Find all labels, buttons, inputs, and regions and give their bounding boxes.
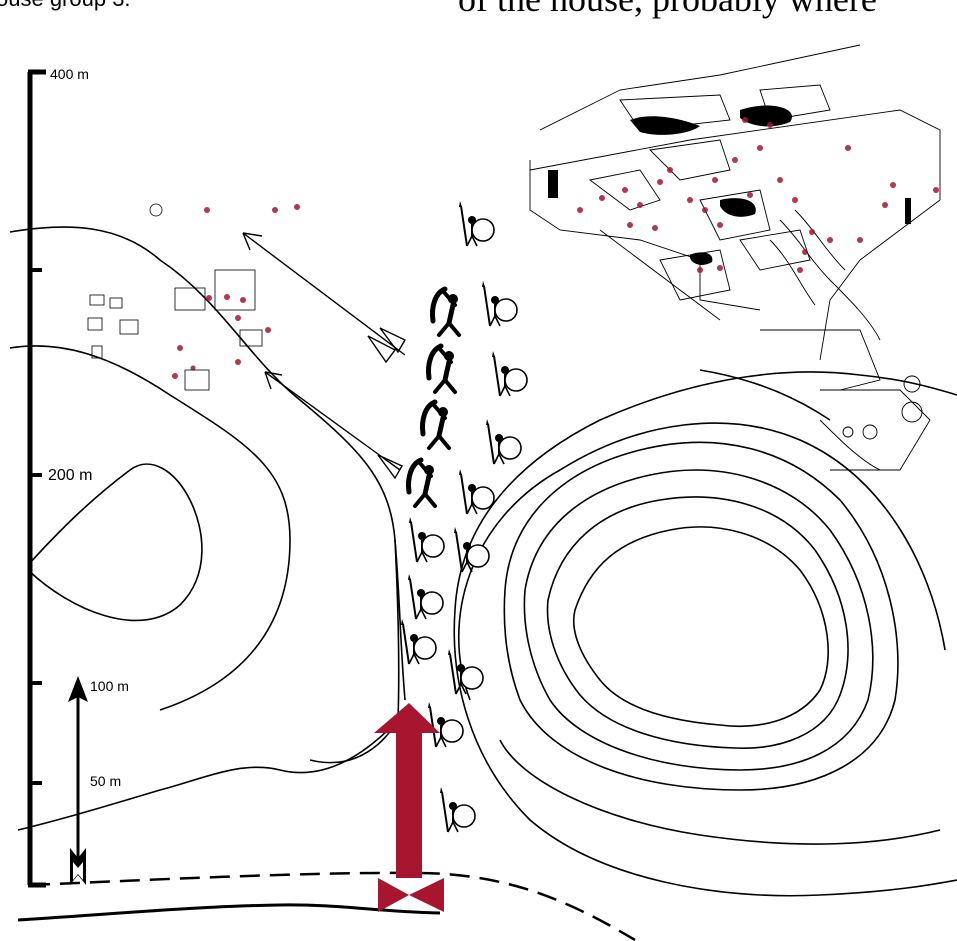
find-dots xyxy=(172,117,939,379)
archer-icon xyxy=(423,402,450,448)
spearman-shield-icon xyxy=(439,786,476,833)
scale-bar: 400 m 200 m xyxy=(27,66,92,888)
route-lines xyxy=(17,871,636,941)
spearman-shield-icon xyxy=(458,200,495,247)
spearman-shield-icon xyxy=(427,701,464,748)
settlement-features xyxy=(548,105,911,265)
header-right-text: of the house, probably where xyxy=(458,0,877,20)
arrow-label-100m: 100 m xyxy=(90,678,129,694)
west-structures xyxy=(87,203,263,391)
west-contours xyxy=(9,226,406,831)
spearman-shield-icon xyxy=(408,516,445,563)
archer-icon xyxy=(429,346,456,392)
spearman-shield-icon xyxy=(491,350,528,397)
spearman-shield-icon xyxy=(481,280,518,327)
arrow-trajectories xyxy=(242,232,406,480)
archers xyxy=(409,289,460,506)
spearman-shield-icon xyxy=(485,418,522,465)
scale-label-200m: 200 m xyxy=(48,467,92,484)
spearman-shield-icon xyxy=(447,648,484,695)
settlement-plan xyxy=(529,44,941,471)
spearman-shield-icon xyxy=(453,526,490,573)
big-attack-arrow-icon xyxy=(374,703,444,912)
hill-contours xyxy=(453,369,957,897)
archer-icon xyxy=(409,460,436,506)
archer-icon xyxy=(433,289,460,335)
spearman-shield-icon xyxy=(407,573,444,620)
spearman-shield-icon xyxy=(458,468,495,515)
header-left-text: ouse group 3. xyxy=(0,0,131,12)
arrow-label-50m: 50 m xyxy=(90,773,121,789)
spearman-shield-icon xyxy=(400,618,437,665)
direction-arrow: 100 m 50 m xyxy=(68,676,129,885)
scale-label-400m: 400 m xyxy=(50,66,89,82)
